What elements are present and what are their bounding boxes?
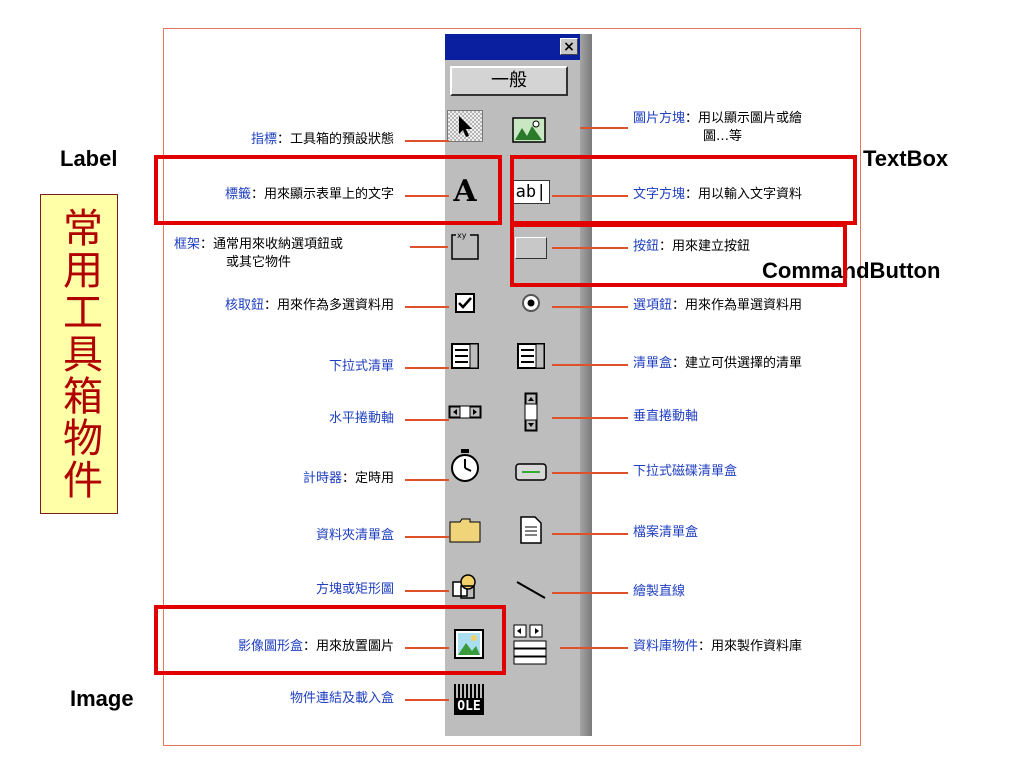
desc-shape: 方塊或矩形圖 bbox=[315, 582, 394, 597]
desc-listbox: 清單盒：建立可供選擇的清單 bbox=[633, 356, 803, 371]
ole-text: OLE bbox=[454, 697, 484, 715]
frame-icon[interactable]: xy bbox=[447, 230, 483, 262]
data-icon[interactable] bbox=[509, 622, 551, 668]
close-icon[interactable]: × bbox=[560, 38, 578, 55]
leader-line bbox=[552, 364, 628, 366]
desc-hscroll: 水平捲動軸 bbox=[328, 411, 394, 426]
leader-line bbox=[405, 590, 449, 592]
combobox-icon[interactable] bbox=[447, 340, 483, 372]
leader-line bbox=[405, 536, 449, 538]
vscrollbar-icon[interactable] bbox=[513, 390, 549, 434]
drivelistbox-icon[interactable] bbox=[513, 456, 549, 488]
leader-line bbox=[580, 127, 628, 129]
desc-image: 影像圖形盒：用來放置圖片 bbox=[237, 639, 394, 654]
leader-line bbox=[560, 647, 628, 649]
leader-line bbox=[552, 417, 628, 419]
leader-line bbox=[405, 195, 449, 197]
ole-dots bbox=[454, 683, 484, 698]
svg-text:xy: xy bbox=[457, 231, 467, 240]
leader-line bbox=[552, 306, 628, 308]
pointer-icon[interactable] bbox=[447, 110, 483, 142]
desc-optionbutton: 選項鈕：用來作為單選資料用 bbox=[633, 298, 803, 313]
shape-icon[interactable] bbox=[447, 570, 483, 602]
desc-frame: 框架：通常用來收納選項鈕或 或其它物件 bbox=[174, 237, 344, 270]
desc-line: 繪製直線 bbox=[633, 584, 686, 599]
optionbutton-icon[interactable] bbox=[513, 287, 549, 319]
hscrollbar-icon[interactable] bbox=[447, 396, 483, 428]
line-icon[interactable] bbox=[513, 574, 549, 606]
slide-frame bbox=[163, 28, 861, 746]
textbox-icon[interactable]: ab| bbox=[511, 176, 551, 208]
desc-timer: 計時器：定時用 bbox=[302, 471, 394, 486]
textbox-glyph: ab| bbox=[511, 180, 551, 204]
desc-ole: 物件連結及載入盒 bbox=[289, 691, 394, 706]
leader-line bbox=[405, 699, 449, 701]
desc-filelist: 檔案清單盒 bbox=[633, 525, 699, 540]
toolbox-window: × 一般 A xy OLE ab| bbox=[445, 34, 592, 736]
dirlistbox-icon[interactable] bbox=[447, 514, 483, 546]
leader-line bbox=[405, 419, 449, 421]
ole-icon[interactable]: OLE bbox=[451, 679, 487, 719]
toolbox-titlebar: × bbox=[445, 34, 580, 60]
image-caption: Image bbox=[70, 686, 134, 711]
picturebox-icon[interactable] bbox=[511, 114, 547, 146]
leader-line bbox=[405, 140, 449, 142]
tab-general[interactable]: 一般 bbox=[450, 66, 568, 96]
desc-vscroll: 垂直捲動軸 bbox=[633, 409, 699, 424]
image-icon[interactable] bbox=[451, 628, 487, 660]
filelistbox-icon[interactable] bbox=[513, 514, 549, 546]
listbox-icon[interactable] bbox=[513, 340, 549, 372]
desc-dirlist: 資料夾清單盒 bbox=[315, 528, 394, 543]
highlight-commandbutton bbox=[510, 223, 847, 287]
desc-checkbox: 核取鈕：用來作為多選資料用 bbox=[224, 298, 394, 313]
desc-pointer: 指標：工具箱的預設狀態 bbox=[250, 132, 394, 147]
desc-combobox: 下拉式清單 bbox=[328, 359, 394, 374]
highlight-image bbox=[154, 605, 506, 675]
label-a-icon[interactable]: A bbox=[453, 174, 477, 209]
leader-line bbox=[552, 195, 628, 197]
toolbox-edge bbox=[580, 34, 592, 736]
textbox-caption: TextBox bbox=[863, 146, 949, 171]
desc-textbox: 文字方塊：用以輸入文字資料 bbox=[633, 187, 803, 202]
label-caption: Label bbox=[60, 146, 118, 171]
leader-line bbox=[552, 533, 628, 535]
desc-drivelist: 下拉式磁碟清單盒 bbox=[633, 464, 738, 479]
commandbutton-shape bbox=[515, 237, 547, 259]
leader-line bbox=[405, 367, 449, 369]
slide-title-box: 常用工具箱物件 bbox=[40, 194, 118, 514]
leader-line bbox=[552, 247, 628, 249]
commandbutton-caption: CommandButton bbox=[762, 258, 941, 283]
leader-line bbox=[405, 306, 449, 308]
timer-icon[interactable] bbox=[447, 449, 483, 482]
checkbox-icon[interactable] bbox=[447, 287, 483, 319]
leader-line bbox=[405, 479, 449, 481]
desc-commandbutton: 按鈕：用來建立按鈕 bbox=[633, 239, 751, 254]
leader-line bbox=[552, 472, 628, 474]
leader-line bbox=[405, 647, 449, 649]
desc-label: 標籤：用來顯示表單上的文字 bbox=[224, 187, 394, 202]
slide-title: 常用工具箱物件 bbox=[56, 207, 102, 501]
desc-data: 資料庫物件：用來製作資料庫 bbox=[633, 639, 803, 654]
leader-line bbox=[552, 592, 628, 594]
leader-line bbox=[410, 246, 448, 248]
commandbutton-icon[interactable] bbox=[513, 232, 549, 264]
highlight-label bbox=[154, 155, 502, 225]
desc-picturebox: 圖片方塊：用以顯示圖片或繪 圖…等 bbox=[633, 111, 803, 144]
